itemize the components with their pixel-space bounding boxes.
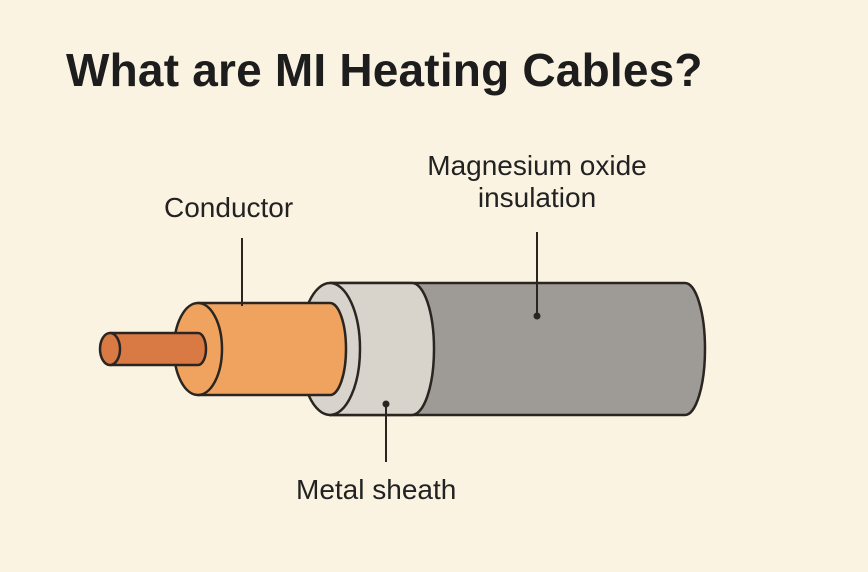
sheath-leader-dot	[382, 400, 390, 408]
diagram-title: What are MI Heating Cables?	[66, 44, 703, 96]
conductor-body	[172, 301, 348, 397]
insulation-leader-dot	[533, 312, 541, 320]
insulation-label-line-2: insulation	[477, 182, 597, 213]
sheath-label: Metal sheath	[296, 474, 457, 505]
insulation-label: Magnesium oxide insulation	[392, 150, 682, 214]
conductor-label: Conductor	[164, 192, 294, 223]
insulation-label-line-1: Magnesium oxide	[427, 150, 647, 181]
core-wire	[98, 331, 208, 367]
